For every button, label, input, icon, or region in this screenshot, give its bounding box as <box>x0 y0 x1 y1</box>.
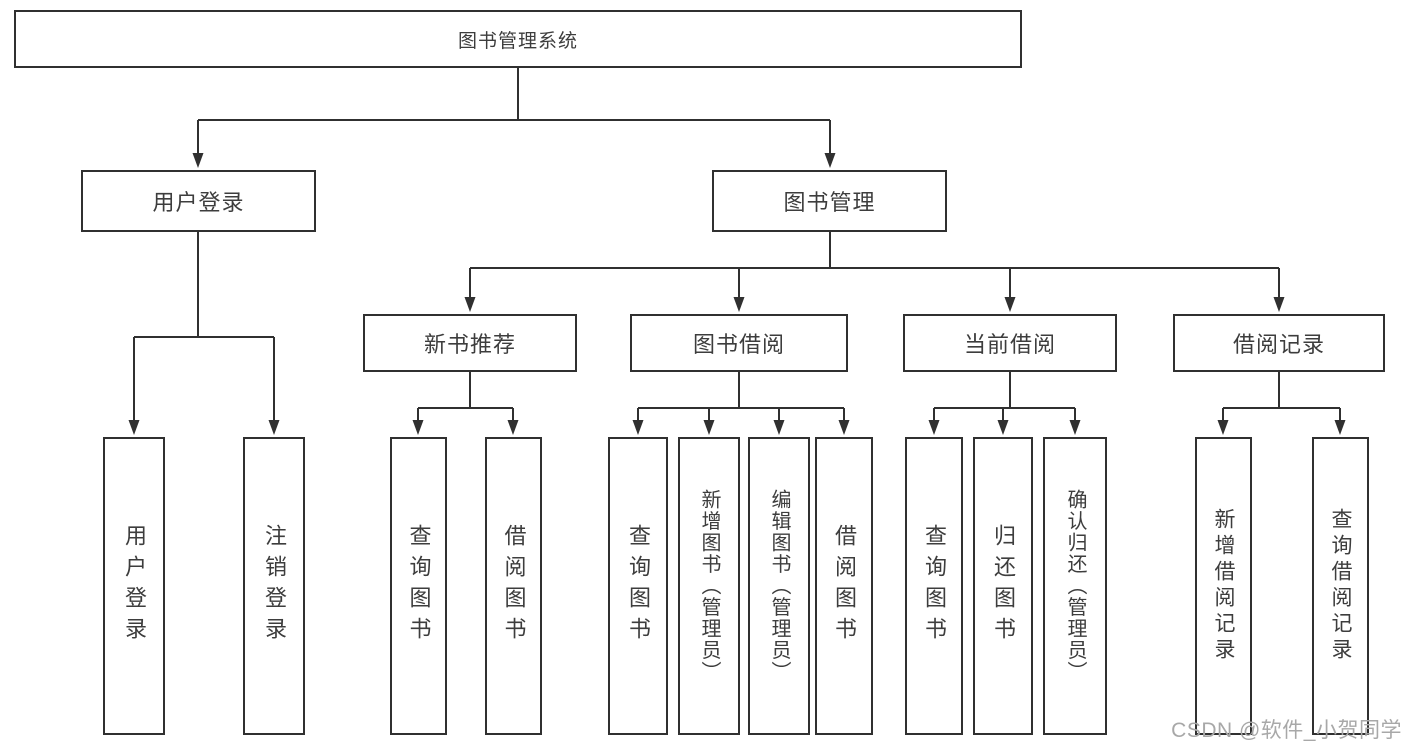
arrowhead-icons <box>128 153 1346 435</box>
arrow-down-icon <box>928 420 940 435</box>
tree-edges <box>133 68 1341 420</box>
arrow-down-icon <box>128 420 140 435</box>
leaf-confirm-return-admin: 确认归还（管理员） <box>1043 437 1107 735</box>
arrow-down-icon <box>464 297 476 312</box>
arrow-down-icon <box>1273 297 1285 312</box>
leaf-edit-books-admin: 编辑图书（管理员） <box>748 437 810 735</box>
leaf-borrow-books: 借阅图书 <box>815 437 873 735</box>
arrow-down-icon <box>733 297 745 312</box>
node-label: 图书借阅 <box>692 332 785 357</box>
node-book-borrowing: 图书借阅 <box>630 314 848 372</box>
node-borrowing-records: 借阅记录 <box>1173 314 1385 372</box>
arrow-down-icon <box>773 420 785 435</box>
node-book-management: 图书管理 <box>712 170 947 232</box>
csdn-watermark: CSDN @软件_小贺同学 <box>1171 719 1402 742</box>
node-label: 查询图书 <box>406 524 432 648</box>
node-label: 注销登录 <box>262 524 287 648</box>
arrow-down-icon <box>1217 420 1229 435</box>
arrow-down-icon <box>632 420 644 435</box>
node-label: 借阅图书 <box>832 524 857 648</box>
node-label: 借阅记录 <box>1232 332 1325 357</box>
node-label: 用户登录 <box>122 524 147 648</box>
node-root-system: 图书管理系统 <box>14 10 1022 68</box>
leaf-query-books-current: 查询图书 <box>905 437 963 735</box>
arrow-down-icon <box>824 153 836 168</box>
arrow-down-icon <box>703 420 715 435</box>
leaf-user-login: 用户登录 <box>103 437 165 735</box>
node-label: 查询图书 <box>626 524 651 648</box>
leaf-query-books-borrow: 查询图书 <box>608 437 668 735</box>
leaf-return-books: 归还图书 <box>973 437 1033 735</box>
node-label: 图书管理 <box>783 190 876 215</box>
arrow-down-icon <box>997 420 1009 435</box>
leaf-query-books-recommend: 查询图书 <box>390 437 447 735</box>
node-label: 归还图书 <box>991 524 1016 648</box>
node-label: 新增借阅记录 <box>1212 508 1235 664</box>
node-label: 用户登录 <box>152 190 245 215</box>
arrow-down-icon <box>268 420 280 435</box>
leaf-add-books-admin: 新增图书（管理员） <box>678 437 740 735</box>
arrow-down-icon <box>412 420 424 435</box>
arrow-down-icon <box>1334 420 1346 435</box>
node-label: 新增图书（管理员） <box>698 489 720 683</box>
node-current-borrowing: 当前借阅 <box>903 314 1117 372</box>
leaf-logout-login: 注销登录 <box>243 437 305 735</box>
arrow-down-icon <box>838 420 850 435</box>
arrow-down-icon <box>1069 420 1081 435</box>
node-user-login: 用户登录 <box>81 170 316 232</box>
node-label: 确认归还（管理员） <box>1064 489 1086 683</box>
node-label: 新书推荐 <box>423 332 516 357</box>
arrow-down-icon <box>507 420 519 435</box>
arrow-down-icon <box>1004 297 1016 312</box>
node-label: 查询借阅记录 <box>1329 508 1352 664</box>
node-label: 当前借阅 <box>963 332 1056 357</box>
leaf-borrow-books-recommend: 借阅图书 <box>485 437 542 735</box>
leaf-query-borrow-record: 查询借阅记录 <box>1312 437 1369 735</box>
node-label: 图书管理系统 <box>457 30 578 52</box>
arrow-down-icon <box>192 153 204 168</box>
node-new-book-recommend: 新书推荐 <box>363 314 577 372</box>
node-label: 编辑图书（管理员） <box>768 489 790 683</box>
leaf-add-borrow-record: 新增借阅记录 <box>1195 437 1252 735</box>
node-label: 查询图书 <box>922 524 947 648</box>
node-label: 借阅图书 <box>501 524 527 648</box>
